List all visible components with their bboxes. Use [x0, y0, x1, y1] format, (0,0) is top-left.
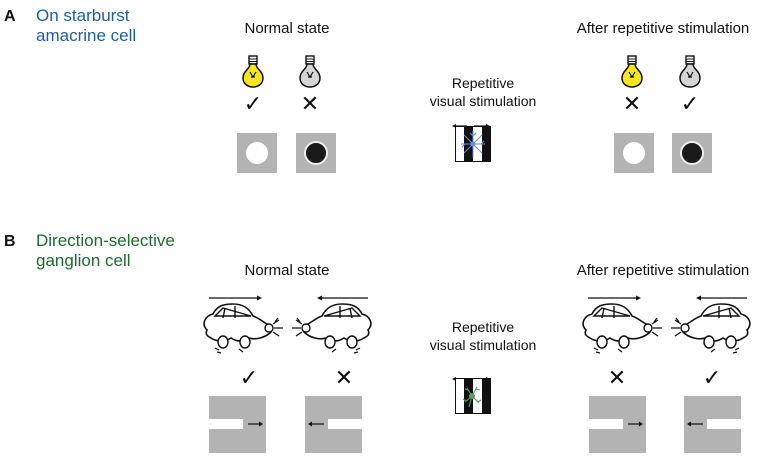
moving-grating-with-ganglion-cell [455, 378, 491, 414]
panel-title-line: Direction-selective [36, 231, 175, 250]
bar-moving-left-stimulus [305, 396, 362, 453]
check-mark: ✓ [239, 365, 259, 390]
black-spot-stimulus [296, 133, 336, 173]
white-spot-stimulus [614, 133, 654, 173]
black-spot [680, 141, 704, 165]
car-left-icon [669, 294, 755, 356]
lightbulb-on-icon [240, 55, 266, 89]
stim-label-line: visual stimulation [429, 93, 537, 109]
black-spot [304, 141, 328, 165]
white-spot [246, 142, 268, 164]
repetitive-stimulation-label: Repetitive visual stimulation [415, 318, 551, 354]
cross-mark: ✕ [607, 365, 627, 390]
bar-moving-right-stimulus [589, 396, 646, 453]
ganglion-cell-icon [462, 386, 482, 408]
car-right-icon [578, 294, 664, 356]
repetitive-stimulation-label: Repetitive visual stimulation [415, 74, 551, 110]
panel-letter: B [4, 233, 16, 250]
panel-title: On starburst amacrine cell [36, 6, 136, 46]
left-arrow-icon [687, 421, 703, 427]
cross-mark: ✕ [622, 91, 642, 116]
panel-title-line: amacrine cell [36, 26, 137, 45]
panel-letter: A [4, 8, 16, 25]
panel-title-line: On starburst [36, 6, 130, 25]
white-bar [328, 419, 362, 429]
black-spot-stimulus [672, 133, 712, 173]
check-mark: ✓ [680, 91, 700, 116]
white-spot [623, 142, 645, 164]
normal-state-title: Normal state [244, 20, 330, 37]
after-state-title: After repetitive stimulation [576, 262, 750, 279]
lightbulb-on-icon [619, 55, 645, 89]
stim-label-line: Repetitive [451, 319, 515, 335]
right-arrow-icon [248, 421, 263, 427]
white-bar [209, 419, 243, 429]
stim-label-line: Repetitive [451, 75, 515, 91]
stim-label-line: visual stimulation [429, 337, 537, 353]
left-arrow-icon [308, 421, 324, 427]
normal-state-title: Normal state [244, 262, 330, 279]
after-state-title: After repetitive stimulation [576, 20, 750, 37]
lightbulb-off-icon [297, 55, 323, 89]
lightbulb-off-icon [677, 55, 703, 89]
panel-title-line: ganglion cell [36, 251, 131, 270]
white-bar [589, 419, 623, 429]
car-left-icon [290, 294, 376, 356]
cross-mark: ✕ [334, 365, 354, 390]
bar-moving-right-stimulus [209, 396, 266, 453]
check-mark: ✓ [702, 365, 722, 390]
panel-title: Direction-selective ganglion cell [36, 231, 175, 271]
right-arrow-icon [628, 421, 643, 427]
starburst-cell-icon [461, 131, 485, 157]
cross-mark: ✕ [300, 91, 320, 116]
white-spot-stimulus [237, 133, 277, 173]
white-bar [707, 419, 741, 429]
check-mark: ✓ [243, 91, 263, 116]
car-right-icon [199, 294, 285, 356]
moving-grating-with-starburst-cell [455, 126, 491, 162]
bar-moving-left-stimulus [684, 396, 741, 453]
